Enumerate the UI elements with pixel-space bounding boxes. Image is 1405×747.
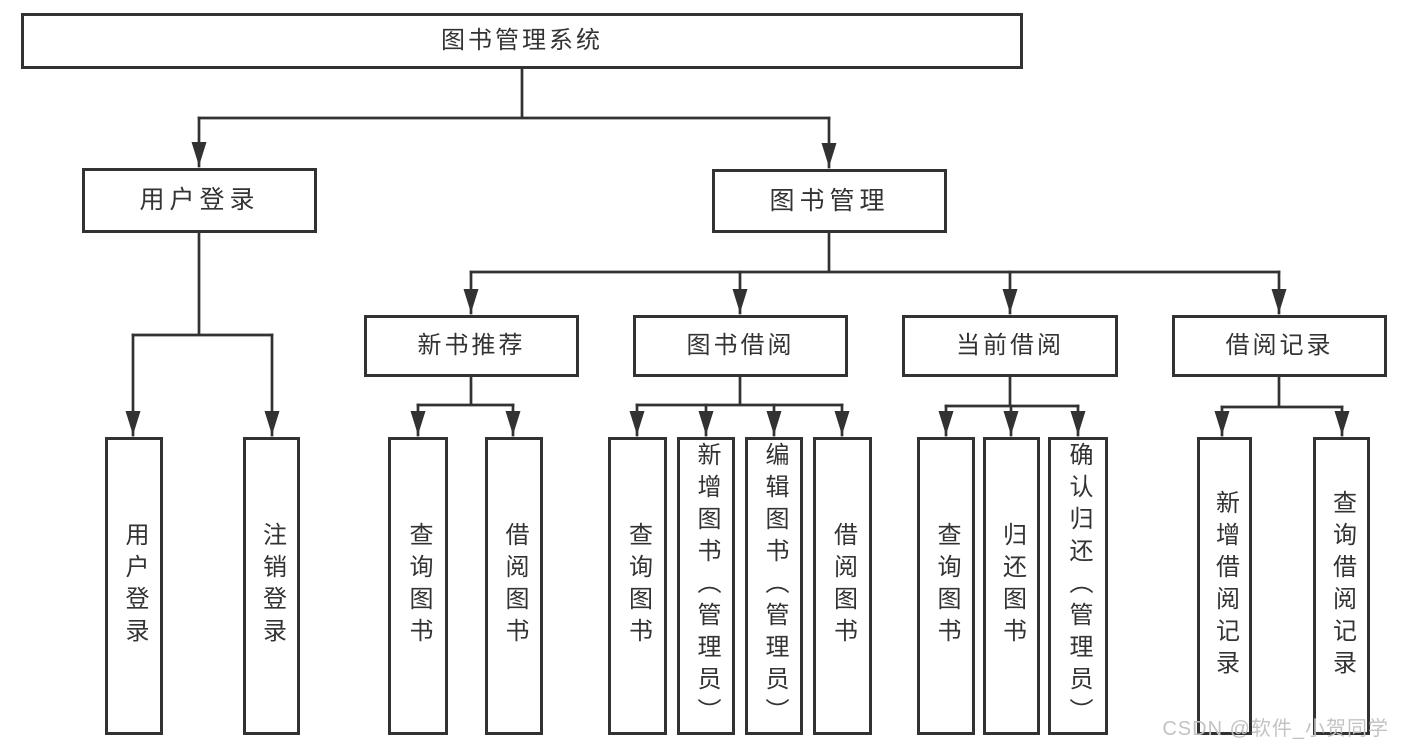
node-current-borrow: 当前借阅 — [902, 315, 1118, 377]
leaf-add-books-admin: 新增图书（管理员） — [677, 437, 735, 735]
node-root: 图书管理系统 — [21, 13, 1023, 69]
leaf-add-borrow-record: 新增借阅记录 — [1197, 437, 1252, 735]
branch-user-login: 用户登录 — [82, 168, 317, 233]
node-borrow-records: 借阅记录 — [1172, 315, 1387, 377]
leaf-borrow-books-recommend: 借阅图书 — [485, 437, 543, 735]
leaf-borrow-books-recommend-label: 借阅图书 — [501, 522, 528, 650]
leaf-borrow-books: 借阅图书 — [813, 437, 872, 735]
leaf-edit-books-admin: 编辑图书（管理员） — [745, 437, 803, 735]
leaf-borrow-books-label: 借阅图书 — [829, 522, 857, 650]
leaf-confirm-return-admin-label: 确认归还（管理员） — [1065, 442, 1092, 730]
node-root-label: 图书管理系统 — [441, 27, 603, 54]
leaf-confirm-return-admin: 确认归还（管理员） — [1048, 437, 1108, 735]
leaf-query-borrow-record-label: 查询借阅记录 — [1328, 490, 1356, 682]
leaf-edit-books-admin-label: 编辑图书（管理员） — [761, 442, 788, 730]
node-current-borrow-label: 当前借阅 — [956, 332, 1064, 359]
leaf-add-books-admin-label: 新增图书（管理员） — [693, 442, 720, 730]
branch-book-management-label: 图书管理 — [769, 186, 890, 215]
leaf-query-books-borrow: 查询图书 — [608, 437, 667, 735]
leaf-logout: 注销登录 — [243, 437, 300, 735]
node-new-book-recommend: 新书推荐 — [364, 315, 579, 377]
leaf-add-borrow-record-label: 新增借阅记录 — [1211, 490, 1239, 682]
node-borrow-records-label: 借阅记录 — [1225, 332, 1334, 359]
leaf-return-books-label: 归还图书 — [998, 522, 1026, 650]
leaf-query-books-current-label: 查询图书 — [933, 522, 960, 650]
leaf-user-login-label: 用户登录 — [121, 522, 148, 650]
node-book-borrow-label: 图书借阅 — [686, 332, 795, 359]
leaf-return-books: 归还图书 — [983, 437, 1040, 735]
branch-book-management: 图书管理 — [712, 169, 947, 233]
node-new-book-recommend-label: 新书推荐 — [417, 332, 526, 359]
branch-user-login-label: 用户登录 — [139, 186, 260, 214]
leaf-query-books-recommend: 查询图书 — [388, 437, 448, 735]
leaf-query-borrow-record: 查询借阅记录 — [1313, 437, 1370, 735]
watermark: CSDN @软件_小贺同学 — [1162, 718, 1389, 740]
leaf-query-books-current: 查询图书 — [917, 437, 975, 735]
leaf-logout-label: 注销登录 — [258, 522, 286, 650]
leaf-query-books-recommend-label: 查询图书 — [405, 522, 432, 650]
leaf-query-books-borrow-label: 查询图书 — [624, 522, 652, 650]
node-book-borrow: 图书借阅 — [633, 315, 848, 377]
leaf-user-login: 用户登录 — [105, 437, 163, 735]
